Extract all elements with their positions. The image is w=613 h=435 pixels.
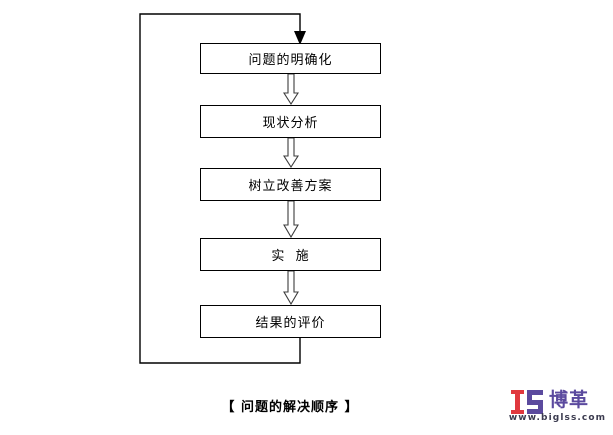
node-analyze[interactable]: 现状分析 (200, 105, 381, 138)
brand-name-cn: 博革 (549, 389, 590, 411)
node-plan[interactable]: 树立改善方案 (200, 168, 381, 201)
node-clarify-label: 问题的明确化 (248, 53, 333, 68)
node-evaluate-label: 结果的评价 (255, 316, 326, 331)
node-execute[interactable]: 实 施 (200, 238, 381, 271)
block-arrow-down-icon-2 (283, 138, 299, 168)
brand-logo: 博革 www.biglss.com (505, 386, 610, 430)
node-clarify[interactable]: 问题的明确化 (200, 43, 381, 74)
block-arrow-down-icon-3 (283, 201, 299, 238)
block-arrow-down-icon-1 (283, 74, 299, 105)
block-arrow-down-icon-4 (283, 271, 299, 305)
node-plan-label: 树立改善方案 (248, 179, 333, 194)
node-evaluate[interactable]: 结果的评价 (200, 305, 381, 338)
node-analyze-label: 现状分析 (262, 116, 319, 131)
node-execute-label: 实 施 (271, 249, 310, 264)
diagram-caption: 【 问题的解决顺序 】 (221, 400, 359, 415)
biglss-logo-mark-icon (511, 390, 543, 414)
brand-url: www.biglss.com (508, 413, 607, 423)
